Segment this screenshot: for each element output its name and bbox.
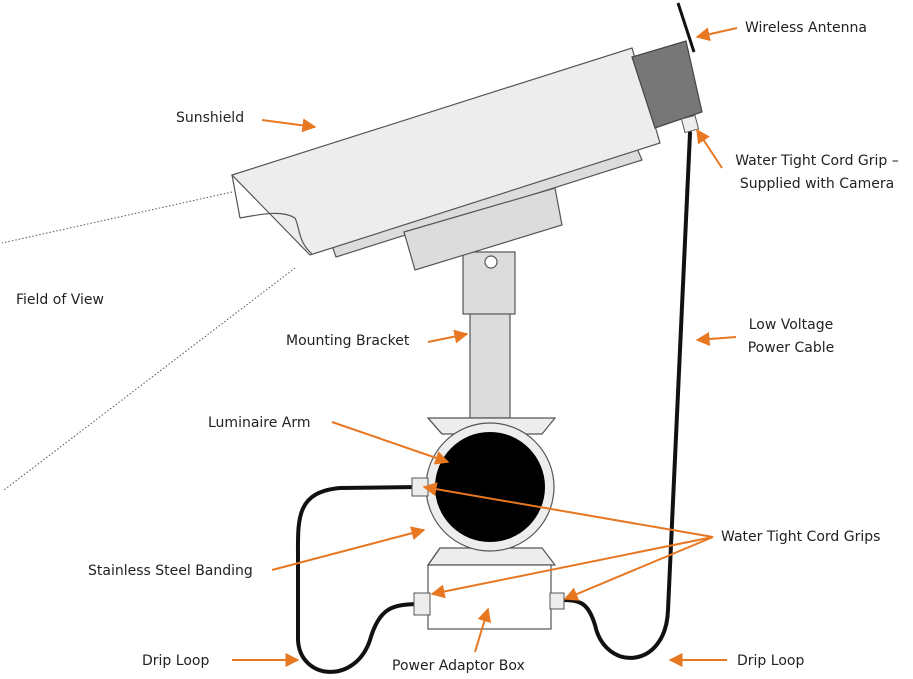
mounting-bracket-pole: [470, 313, 510, 418]
arrow-luminaire-arm: [332, 422, 448, 462]
arrow-sunshield: [262, 120, 315, 127]
label-camera-cord-grip: Water Tight Cord Grip – Supplied with Ca…: [722, 150, 912, 196]
label-sunshield: Sunshield: [176, 108, 244, 128]
arrow-grip-box-right: [565, 537, 713, 599]
label-drip-loop-right: Drip Loop: [737, 651, 804, 671]
luminaire-arm: [435, 432, 545, 542]
label-stainless-steel-banding: Stainless Steel Banding: [88, 561, 253, 581]
arrow-low-voltage-cable: [697, 337, 736, 340]
label-low-voltage-line1: Low Voltage: [736, 314, 846, 337]
low-voltage-power-cable: [560, 133, 690, 658]
arrow-stainless-banding: [272, 530, 424, 570]
box-cord-grip-left: [414, 593, 430, 615]
box-cord-grip-right: [550, 593, 564, 609]
label-camera-cord-grip-line1: Water Tight Cord Grip –: [722, 150, 912, 173]
camera-cord-grip: [681, 115, 698, 132]
label-power-adaptor-box: Power Adaptor Box: [392, 656, 525, 676]
left-drip-loop-cable: [298, 487, 418, 672]
label-camera-cord-grip-line2: Supplied with Camera: [722, 173, 912, 196]
bracket-bolt: [485, 256, 497, 268]
label-wireless-antenna: Wireless Antenna: [745, 18, 867, 38]
label-low-voltage-line2: Power Cable: [736, 337, 846, 360]
label-water-tight-cord-grips: Water Tight Cord Grips: [721, 527, 880, 547]
label-mounting-bracket: Mounting Bracket: [286, 331, 409, 351]
label-drip-loop-left: Drip Loop: [142, 651, 209, 671]
label-luminaire-arm: Luminaire Arm: [208, 413, 311, 433]
arrow-mounting-bracket: [428, 334, 467, 342]
arrow-wireless-antenna: [697, 28, 737, 37]
label-low-voltage-cable: Low Voltage Power Cable: [736, 314, 846, 360]
arrow-camera-cord-grip: [697, 130, 722, 168]
field-of-view-line-upper: [2, 192, 232, 243]
label-field-of-view: Field of View: [16, 290, 104, 310]
